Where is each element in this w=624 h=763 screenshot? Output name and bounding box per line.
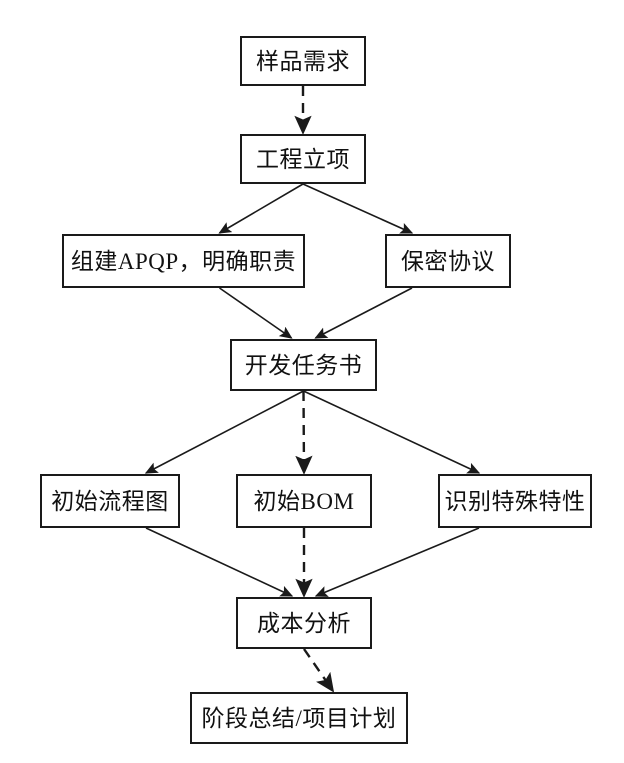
- node-label: 样品需求: [256, 48, 350, 74]
- node-initial-process-flow-diagram[interactable]: 初始流程图: [40, 474, 180, 528]
- node-form-apqp-team-clarify-responsibilities[interactable]: 组建APQP，明确职责: [62, 234, 305, 288]
- node-label: 开发任务书: [244, 352, 363, 378]
- node-phase-summary-project-plan[interactable]: 阶段总结/项目计划: [190, 692, 408, 744]
- connector-n6-n9: [145, 527, 294, 597]
- node-development-task-statement[interactable]: 开发任务书: [230, 339, 377, 391]
- node-label: 识别特殊特性: [444, 488, 586, 514]
- node-sample-requirement[interactable]: 样品需求: [240, 36, 366, 86]
- node-cost-analysis[interactable]: 成本分析: [236, 597, 372, 649]
- connector-n2-n4: [302, 183, 414, 234]
- node-confidentiality-agreement[interactable]: 保密协议: [385, 234, 511, 288]
- connector-n5-n8: [303, 390, 481, 474]
- node-label: 组建APQP，明确职责: [70, 248, 297, 274]
- node-label: 成本分析: [257, 610, 351, 636]
- connector-n5-n6: [144, 390, 304, 474]
- node-initial-bom[interactable]: 初始BOM: [236, 474, 372, 528]
- node-label: 保密协议: [401, 248, 495, 274]
- node-identify-special-characteristics[interactable]: 识别特殊特性: [438, 474, 592, 528]
- connector-n3-n5: [219, 287, 293, 339]
- node-label: 初始BOM: [253, 488, 355, 514]
- node-label: 工程立项: [256, 146, 350, 172]
- node-label: 阶段总结/项目计划: [201, 705, 397, 731]
- connector-n2-n3: [218, 183, 304, 234]
- node-label: 初始流程图: [51, 488, 169, 514]
- connector-n9-n10: [303, 648, 335, 693]
- node-engineering-project-initiation[interactable]: 工程立项: [240, 134, 366, 184]
- connector-n4-n5: [314, 287, 413, 339]
- connector-n5-n7: [295, 390, 313, 475]
- connector-n8-n9: [314, 527, 480, 597]
